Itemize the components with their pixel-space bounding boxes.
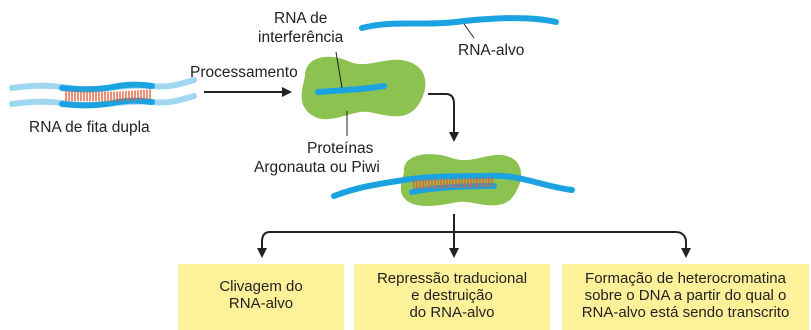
outcome-translational-repression-box: Repressão traducional e destruição do RN… xyxy=(354,264,550,330)
proteins-label-line2: Argonauta ou Piwi xyxy=(254,159,380,176)
double-stranded-rna xyxy=(9,77,197,109)
branch-right-arrow xyxy=(454,231,691,258)
target-rna-pointer xyxy=(463,23,475,39)
outcome-heterochromatin-line3: RNA-alvo está sendo transcrito xyxy=(581,304,790,321)
outcome-repression-line1: Repressão traducional xyxy=(376,270,528,287)
target-rna-strand xyxy=(359,15,559,31)
dsrna-base-pairs xyxy=(65,89,151,102)
dsrna-lower-core xyxy=(59,97,155,109)
outcome-heterochromatin-line1: Formação de heterocromatina xyxy=(585,270,786,287)
interfering-rna-pointer xyxy=(335,51,343,89)
interfering-rna-label-line1: RNA de xyxy=(274,10,327,27)
proteins-label-line1: Proteínas xyxy=(307,140,374,157)
outcome-cleavage-line1: Clivagem do xyxy=(219,278,303,295)
outcome-heterochromatin-box: Formação de heterocromatina sobre o DNA … xyxy=(562,264,809,330)
dsrna-upper-core xyxy=(59,81,155,93)
complex-base-pairs xyxy=(413,177,493,189)
merge-arrow xyxy=(428,93,459,142)
branch-left-arrow xyxy=(257,231,454,258)
processing-label: Processamento xyxy=(190,64,298,81)
outcome-repression-line3: do RNA-alvo xyxy=(409,304,495,321)
outcome-repression-line2: e destruição xyxy=(411,287,493,304)
interfering-rna-strand xyxy=(315,83,387,95)
outcome-cleavage-line2: RNA-alvo xyxy=(228,295,294,312)
outcome-heterochromatin-line2: sobre o DNA a partir do qual o xyxy=(584,287,787,304)
outcome-cleavage-box: Clivagem do RNA-alvo xyxy=(178,264,344,330)
complex-target-rna xyxy=(331,172,575,199)
rnai-complex-protein xyxy=(400,154,522,206)
target-rna-label: RNA-alvo xyxy=(458,42,524,59)
interfering-rna-label-line2: interferência xyxy=(258,29,344,46)
dsrna-label: RNA de fita dupla xyxy=(29,119,150,136)
